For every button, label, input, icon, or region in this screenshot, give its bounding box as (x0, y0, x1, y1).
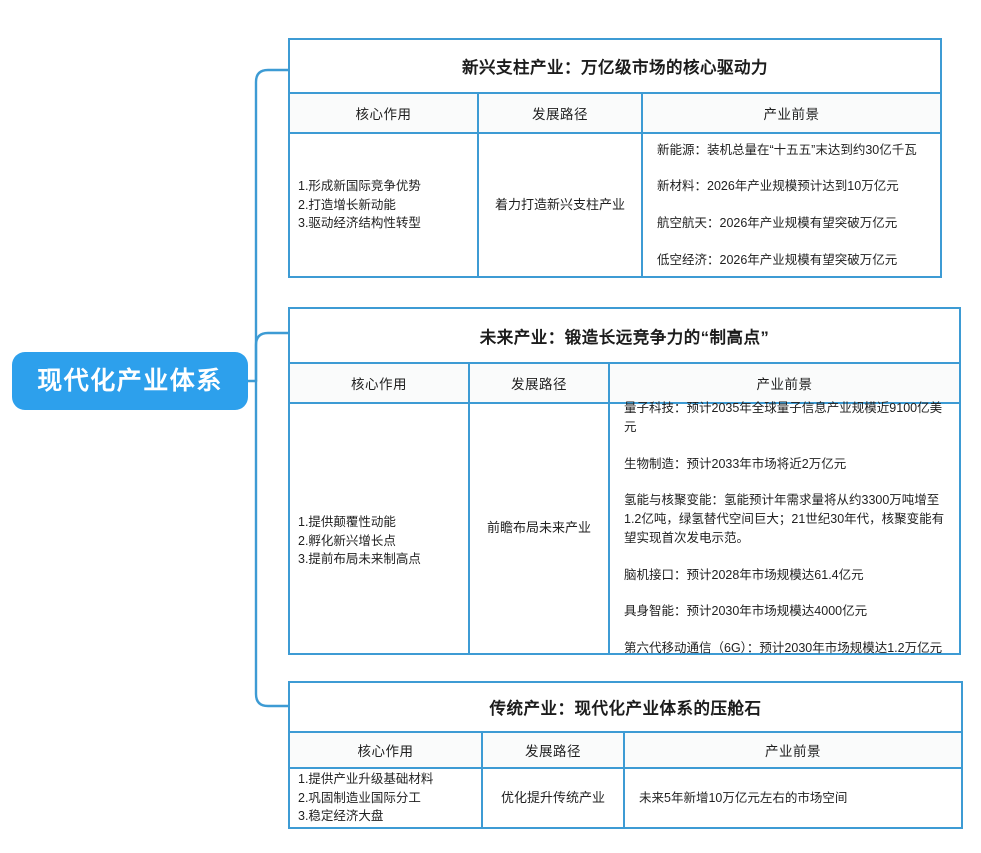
branch-body-row: 1.提供产业升级基础材料 2.巩固制造业国际分工 3.稳定经济大盘 优化提升传统… (290, 769, 961, 827)
cell-industry-outlook: 新能源：装机总量在“十五五”末达到约30亿千瓦 新材料：2026年产业规模预计达… (641, 134, 940, 276)
cell-development-path: 着力打造新兴支柱产业 (477, 134, 641, 276)
root-node-label: 现代化产业体系 (37, 366, 223, 395)
core-role-item: 3.稳定经济大盘 (298, 809, 384, 824)
core-role-item: 3.提前布局未来制高点 (298, 552, 421, 567)
outlook-item: 新能源：装机总量在“十五五”末达到约30亿千瓦 (657, 142, 917, 157)
outlook-item: 新材料：2026年产业规模预计达到10万亿元 (657, 179, 899, 194)
connector-branch-2 (254, 379, 290, 708)
column-header-development-path: 发展路径 (481, 733, 623, 767)
branch-title: 新兴支柱产业：万亿级市场的核心驱动力 (462, 59, 768, 77)
connector-branch-1 (254, 331, 290, 383)
branch-title: 传统产业：现代化产业体系的压舱石 (489, 700, 762, 718)
column-header-core-role: 核心作用 (355, 107, 412, 122)
outlook-item: 生物制造：预计2033年市场将近2万亿元 (624, 456, 847, 471)
cell-industry-outlook: 未来5年新增10万亿元左右的市场空间 (623, 769, 961, 827)
cell-development-path: 前瞻布局未来产业 (468, 404, 608, 653)
cell-core-roles: 1.提供产业升级基础材料 2.巩固制造业国际分工 3.稳定经济大盘 (290, 769, 481, 827)
outlook-item: 未来5年新增10万亿元左右的市场空间 (639, 790, 848, 805)
connector-branch-0 (254, 68, 290, 383)
outlook-item: 第六代移动通信（6G）：预计2030年市场规模达1.2万亿元 (624, 641, 943, 656)
branch-body-row: 1.形成新国际竞争优势 2.打造增长新动能 3.驱动经济结构性转型 着力打造新兴… (290, 134, 940, 276)
cell-core-roles: 1.提供颠覆性动能 2.孵化新兴增长点 3.提前布局未来制高点 (290, 404, 468, 653)
branch-block-future-industry[interactable]: 未来产业：锻造长远竞争力的“制高点” 核心作用 发展路径 产业前景 1.提供颠覆… (288, 307, 961, 655)
column-header-development-path: 发展路径 (468, 364, 608, 402)
outlook-item: 氢能与核聚变能：氢能预计年需求量将从约3300万吨增至1.2亿吨，绿氢替代空间巨… (624, 493, 945, 545)
development-path-text: 前瞻布局未来产业 (486, 520, 591, 536)
column-header-core-role: 核心作用 (357, 744, 414, 759)
branch-title: 未来产业：锻造长远竞争力的“制高点” (479, 328, 770, 347)
branch-title-row: 新兴支柱产业：万亿级市场的核心驱动力 (290, 40, 940, 94)
core-role-item: 1.提供产业升级基础材料 (298, 771, 434, 786)
outlook-item: 航空航天：2026年产业规模有望突破万亿元 (657, 216, 898, 230)
core-role-item: 2.孵化新兴增长点 (298, 533, 396, 548)
core-role-item: 2.巩固制造业国际分工 (298, 790, 421, 805)
core-role-item: 2.打造增长新动能 (298, 197, 396, 212)
outlook-item: 脑机接口：预计2028年市场规模达61.4亿元 (624, 567, 864, 582)
outlook-item: 具身智能：预计2030年市场规模达4000亿元 (624, 604, 868, 619)
cell-development-path: 优化提升传统产业 (481, 769, 623, 827)
branch-header-row: 核心作用 发展路径 产业前景 (290, 364, 959, 404)
branch-title-row: 传统产业：现代化产业体系的压舱石 (290, 683, 961, 733)
column-header-industry-outlook: 产业前景 (623, 733, 961, 767)
column-header-industry-outlook: 产业前景 (608, 364, 959, 402)
root-node[interactable]: 现代化产业体系 (12, 352, 248, 410)
core-role-item: 1.形成新国际竞争优势 (298, 178, 421, 193)
column-header-development-path: 发展路径 (477, 94, 641, 132)
cell-industry-outlook: 量子科技：预计2035年全球量子信息产业规模近9100亿美元 生物制造：预计20… (608, 401, 959, 655)
core-role-item: 3.驱动经济结构性转型 (298, 216, 421, 231)
core-role-item: 1.提供颠覆性动能 (298, 514, 396, 529)
column-header-core-role: 核心作用 (351, 377, 407, 392)
branch-block-emerging-pillar[interactable]: 新兴支柱产业：万亿级市场的核心驱动力 核心作用 发展路径 产业前景 1.形成新国… (288, 38, 942, 278)
branch-header-row: 核心作用 发展路径 产业前景 (290, 733, 961, 769)
development-path-text: 优化提升传统产业 (500, 789, 605, 805)
branch-header-row: 核心作用 发展路径 产业前景 (290, 94, 940, 134)
outlook-item: 低空经济：2026年产业规模有望突破万亿元 (657, 252, 898, 267)
column-header-industry-outlook: 产业前景 (641, 94, 940, 132)
branch-title-row: 未来产业：锻造长远竞争力的“制高点” (290, 309, 959, 364)
development-path-text: 着力打造新兴支柱产业 (494, 196, 625, 212)
branch-block-traditional-industry[interactable]: 传统产业：现代化产业体系的压舱石 核心作用 发展路径 产业前景 1.提供产业升级… (288, 681, 963, 829)
branch-body-row: 1.提供颠覆性动能 2.孵化新兴增长点 3.提前布局未来制高点 前瞻布局未来产业… (290, 401, 959, 655)
cell-core-roles: 1.形成新国际竞争优势 2.打造增长新动能 3.驱动经济结构性转型 (290, 134, 477, 276)
outlook-item: 量子科技：预计2035年全球量子信息产业规模近9100亿美元 (624, 401, 943, 434)
